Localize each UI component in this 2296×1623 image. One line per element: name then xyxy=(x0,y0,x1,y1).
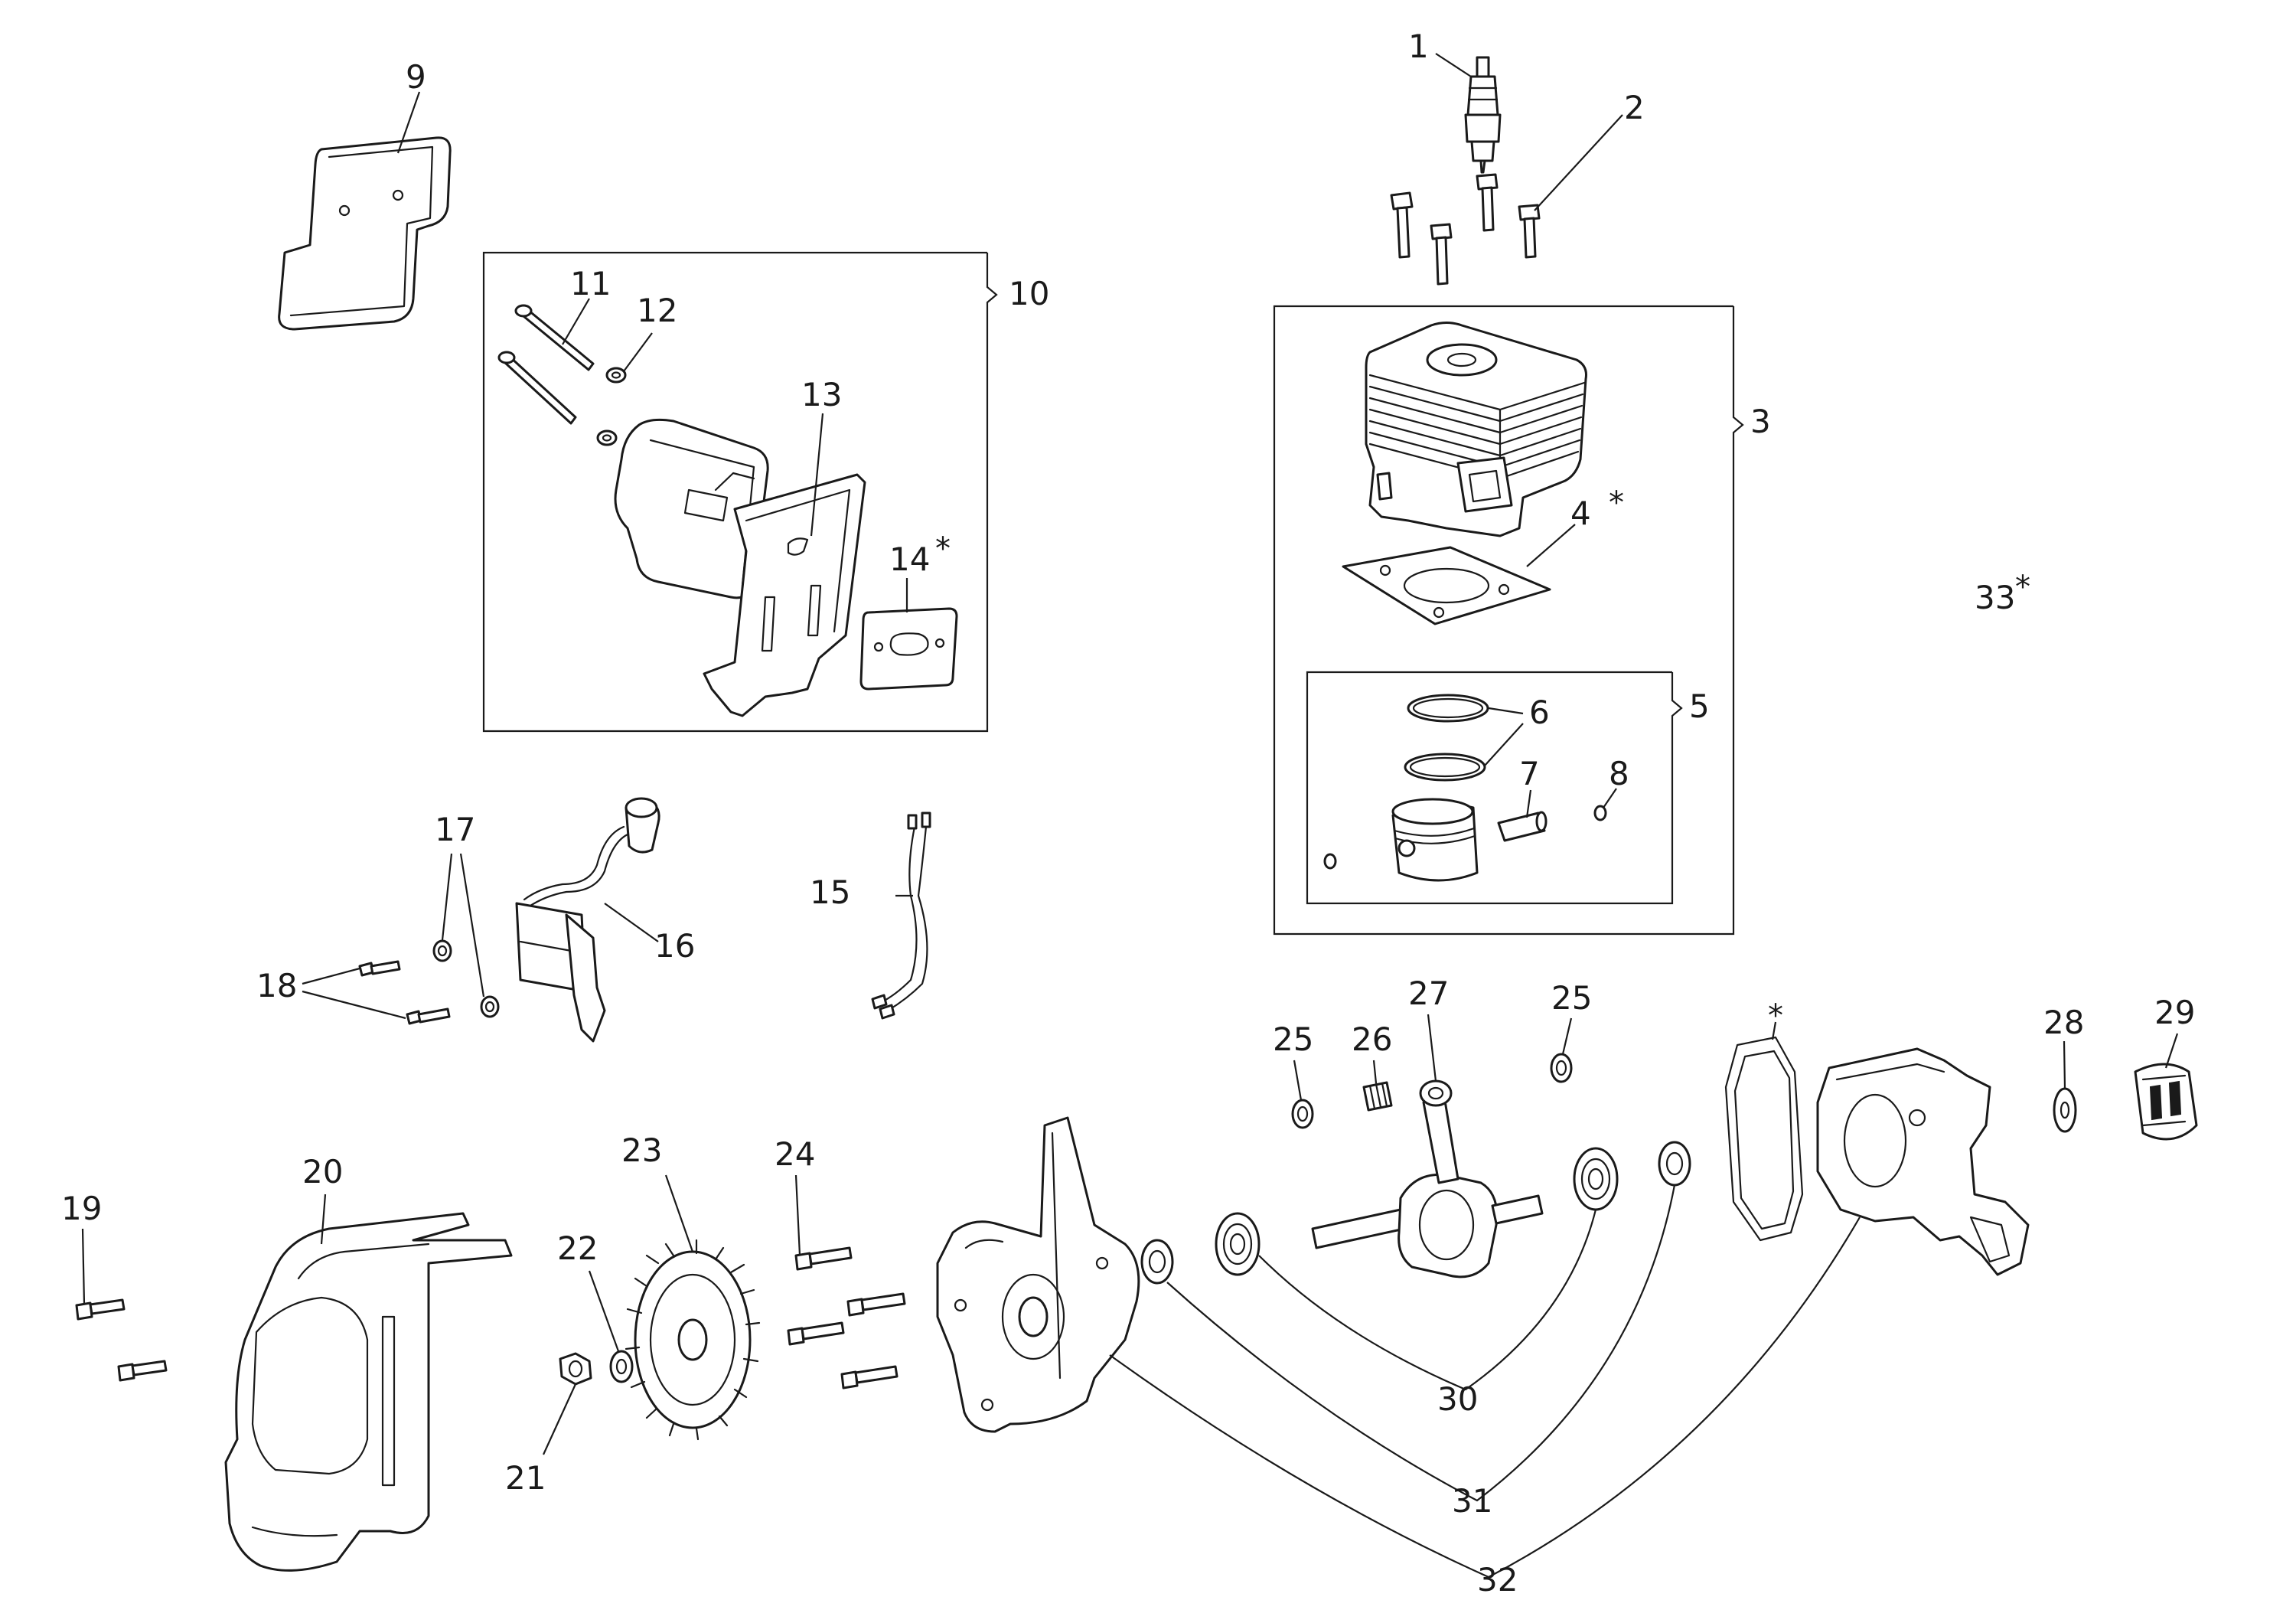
star-4: * xyxy=(1609,485,1624,521)
callout-26: 26 xyxy=(1352,1020,1392,1058)
cylinder-screws-part-2 xyxy=(1390,173,1541,286)
screws-part-19 xyxy=(75,1298,168,1382)
callout-18: 18 xyxy=(256,967,297,1004)
bearing-left xyxy=(1215,1212,1261,1276)
group-box-10 xyxy=(482,251,998,733)
fan-housing-part-20 xyxy=(224,1212,513,1572)
callout-23: 23 xyxy=(621,1132,662,1169)
spark-plug-part-1 xyxy=(1464,56,1502,174)
callout-7: 7 xyxy=(1519,755,1540,792)
callout-27: 27 xyxy=(1408,975,1449,1012)
washer-part-22 xyxy=(609,1350,634,1383)
washer-part-28 xyxy=(2053,1087,2077,1133)
callout-19: 19 xyxy=(61,1190,102,1227)
star-33: * xyxy=(2015,570,2030,605)
piston xyxy=(1391,798,1479,882)
coil-nuts-part-17 xyxy=(432,939,500,1018)
callout-31: 31 xyxy=(1452,1482,1492,1520)
muffler-body xyxy=(614,418,769,599)
piston-pin-part-7 xyxy=(1497,811,1548,842)
callout-28: 28 xyxy=(2043,1004,2084,1041)
callout-32: 32 xyxy=(1477,1561,1518,1599)
muffler-cover-part-13 xyxy=(703,473,866,717)
callout-2: 2 xyxy=(1624,89,1645,126)
callout-5: 5 xyxy=(1689,687,1710,725)
callout-9: 9 xyxy=(406,58,426,96)
group-box-3 xyxy=(1273,305,1744,936)
callout-20: 20 xyxy=(302,1153,343,1190)
coil-screws-part-18 xyxy=(358,960,451,1025)
clutch-part-29 xyxy=(2134,1063,2198,1141)
crankshaft-assembly xyxy=(1311,1079,1544,1278)
callout-22: 22 xyxy=(557,1229,598,1267)
callout-14: 14 xyxy=(889,540,930,578)
seal-left xyxy=(1140,1239,1174,1285)
callout-labels: 1 2 3 4 * 5 6 7 8 9 10 11 12 13 14 * 15 … xyxy=(61,28,2195,1599)
nut-part-21 xyxy=(559,1352,592,1386)
crankcase-half-left xyxy=(936,1116,1140,1433)
callout-30: 30 xyxy=(1437,1380,1478,1418)
callout-25a: 25 xyxy=(1273,1020,1313,1058)
exhaust-gasket-part-14 xyxy=(859,607,958,691)
piston-rings-part-6 xyxy=(1404,694,1489,782)
callout-6: 6 xyxy=(1529,694,1550,731)
callout-4: 4 xyxy=(1570,495,1591,532)
cylinder-head xyxy=(1365,322,1587,537)
callout-11: 11 xyxy=(570,265,611,302)
callout-16: 16 xyxy=(654,927,695,965)
bearing-right xyxy=(1573,1147,1619,1211)
wire-harness-part-15 xyxy=(871,812,931,1020)
callout-17: 17 xyxy=(435,811,475,848)
crankcase-screws-part-24 xyxy=(787,1246,906,1390)
callout-24: 24 xyxy=(775,1135,815,1173)
ignition-coil-part-16 xyxy=(515,797,660,1043)
flywheel-part-23 xyxy=(625,1239,761,1441)
callout-12: 12 xyxy=(637,292,677,329)
star-14: * xyxy=(935,531,951,567)
washers-part-12 xyxy=(596,367,627,446)
bolts-part-11 xyxy=(497,304,595,425)
circlips-part-8 xyxy=(1323,805,1607,870)
callout-1: 1 xyxy=(1408,28,1429,65)
group-box-5 xyxy=(1306,671,1683,905)
needle-bearing-part-26 xyxy=(1362,1081,1393,1112)
callout-13: 13 xyxy=(801,376,842,413)
leader-lines xyxy=(81,53,2179,1579)
callout-10: 10 xyxy=(1009,275,1049,312)
callout-15: 15 xyxy=(810,874,850,911)
callout-3: 3 xyxy=(1750,403,1771,440)
thrust-washers-part-25 xyxy=(1291,1053,1573,1129)
callout-33: 33 xyxy=(1975,579,2015,616)
heat-shield-part-9 xyxy=(278,136,452,331)
callout-29: 29 xyxy=(2154,994,2195,1031)
callout-8: 8 xyxy=(1609,755,1629,792)
star-gasket: * xyxy=(1768,998,1783,1034)
callout-25b: 25 xyxy=(1551,979,1592,1017)
cylinder-gasket-part-4 xyxy=(1342,546,1551,625)
callout-21: 21 xyxy=(505,1459,546,1497)
crankcase-half-right xyxy=(1816,1047,2030,1276)
crankcase-gasket xyxy=(1724,1036,1804,1242)
seal-right xyxy=(1658,1141,1691,1187)
